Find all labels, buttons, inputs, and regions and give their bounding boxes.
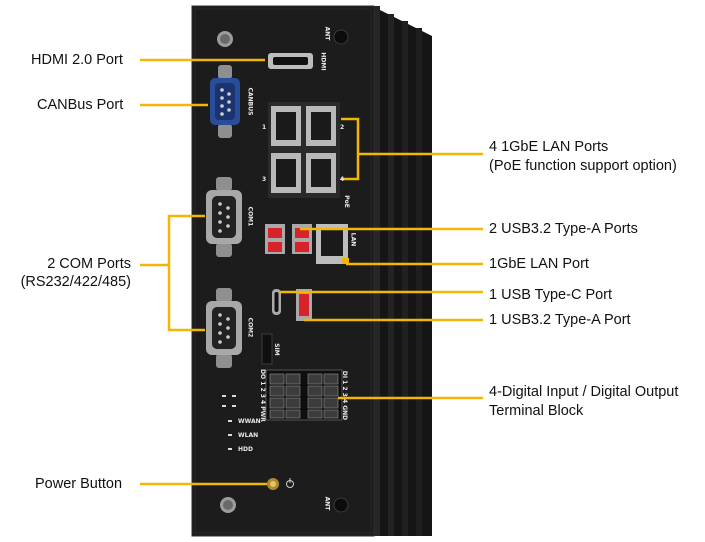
wlan-silkscreen: WLAN (238, 432, 259, 439)
ant-top-label: ANT (323, 26, 331, 41)
dio-label-line1: 4-Digital Input / Digital Output (489, 384, 679, 400)
sim-slot (261, 333, 273, 365)
led-indicators (222, 395, 236, 450)
heatsink (372, 6, 432, 536)
usb1-label: 1 USB3.2 Type-A Port (489, 312, 631, 328)
com1-port (206, 177, 242, 257)
com2-port (206, 288, 242, 368)
usb2-label: 2 USB3.2 Type-A Ports (489, 221, 638, 237)
sim-silkscreen: SIM (272, 343, 280, 356)
canbus-silkscreen: CANBUS (246, 87, 254, 116)
port-number-1: 1 (262, 124, 267, 131)
port-number-2: 2 (340, 124, 345, 131)
lan-silkscreen: LAN (349, 232, 357, 247)
com-label-line2: (RS232/422/485) (20, 274, 131, 290)
power-button (267, 478, 294, 490)
com2-silkscreen: COM2 (246, 317, 254, 338)
callout-lan4-bracket (341, 117, 360, 181)
poe-silkscreen: PoE (342, 195, 350, 208)
hdmi-port (268, 53, 313, 69)
canbus-label: CANBus Port (37, 97, 124, 113)
lan4-label-line2: (PoE function support option) (489, 158, 677, 174)
hdmi-silkscreen: HDMI (319, 52, 327, 71)
usb-lan-block (265, 224, 349, 264)
ant-bottom-label: ANT (323, 496, 331, 511)
usbc-usba-block (272, 289, 312, 321)
lan4-label-line1: 4 1GbE LAN Ports (489, 139, 609, 155)
wwan-silkscreen: WWAN (238, 418, 261, 425)
com1-silkscreen: COM1 (246, 206, 254, 227)
terminal-block (265, 369, 343, 421)
dio-label-line2: Terminal Block (489, 403, 584, 419)
callout-com-bracket (167, 214, 205, 332)
port-number-4: 4 (340, 176, 345, 183)
antenna-hole-top (333, 29, 349, 45)
screw-top (217, 31, 233, 47)
lan1-label: 1GbE LAN Port (489, 256, 589, 272)
com-label-line1: 2 COM Ports (47, 256, 131, 272)
port-number-3: 3 (262, 176, 267, 183)
callout-lines (140, 58, 483, 486)
usbc-label: 1 USB Type-C Port (489, 287, 613, 303)
do-silkscreen: DO 1 2 3 4 PWR (258, 369, 266, 422)
hdd-silkscreen: HDD (238, 446, 253, 453)
antenna-hole-bottom (333, 497, 349, 513)
di-silkscreen: DI 1 2 3 4 GND (341, 370, 349, 421)
lan-ports-4 (268, 102, 340, 198)
canbus-port (210, 65, 240, 138)
screw-bottom (220, 497, 236, 513)
power-button-label: Power Button (35, 476, 123, 492)
hdmi-label: HDMI 2.0 Port (31, 52, 123, 68)
